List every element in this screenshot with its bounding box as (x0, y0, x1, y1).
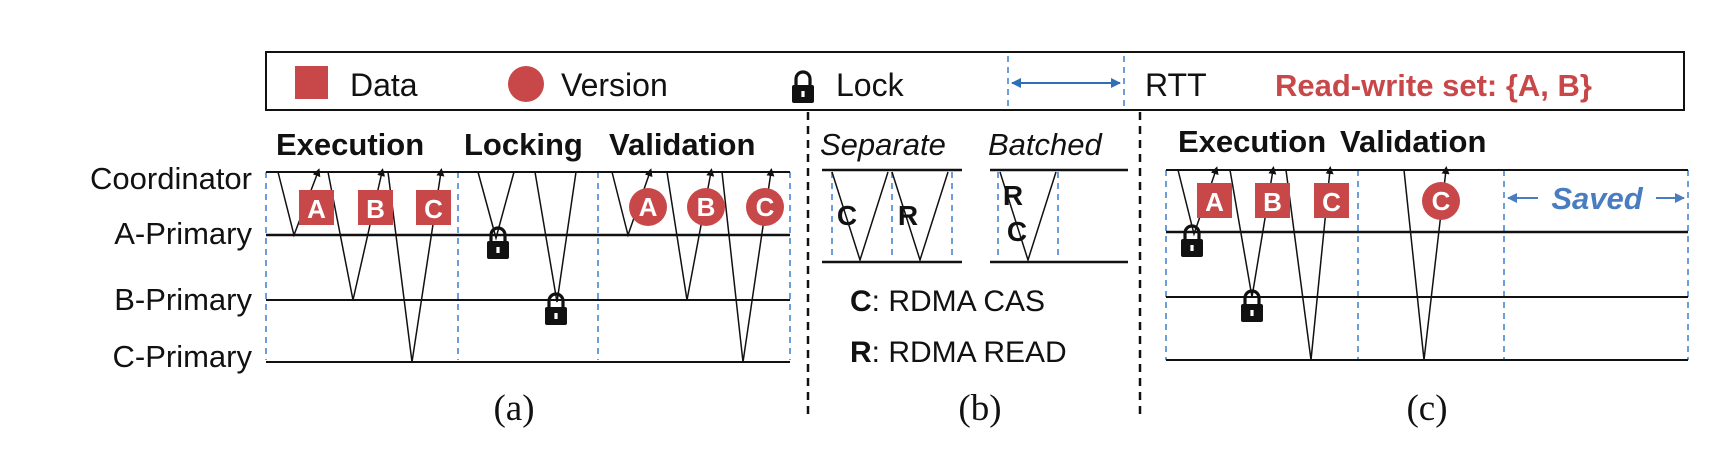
batched-label: Batched (988, 127, 1104, 162)
separate-op-c: C (837, 200, 857, 231)
node-label-b-primary: B-Primary (114, 282, 252, 317)
version-mark-c-panel-c: C (1422, 182, 1460, 220)
phase-validation-c: Validation (1340, 124, 1486, 159)
data-mark-c-panel-a: C (416, 190, 451, 225)
svg-text:C: C (1322, 187, 1341, 217)
node-label-coordinator: Coordinator (90, 161, 252, 196)
lock-legend-icon (790, 70, 816, 105)
version-mark-a-panel-a: A (629, 188, 667, 226)
key-read: R: RDMA READ (850, 336, 1067, 369)
node-labels: Coordinator A-Primary B-Primary C-Primar… (90, 161, 252, 374)
svg-text:C: C (756, 192, 775, 222)
node-label-c-primary: C-Primary (113, 339, 253, 374)
svg-text:A: A (639, 192, 658, 222)
lock-legend-label: Lock (836, 67, 905, 103)
svg-text:A: A (307, 194, 326, 224)
phase-locking-a: Locking (464, 127, 583, 162)
data-mark-a-panel-a: A (299, 190, 334, 225)
legend-box: Data Version Lock RTT Read-write set: {A… (265, 51, 1685, 111)
phase-execution-c: Execution (1178, 124, 1326, 159)
data-mark-b-panel-c: B (1255, 183, 1290, 218)
phase-validation-a: Validation (609, 127, 755, 162)
batched-op-c: C (1007, 216, 1027, 247)
caption-c: (c) (1406, 388, 1447, 429)
svg-text:A: A (1205, 187, 1224, 217)
version-mark-b-panel-a: B (687, 188, 725, 226)
key-cas: C: RDMA CAS (850, 285, 1045, 318)
data-mark-b-panel-a: B (358, 190, 393, 225)
svg-text:B: B (1263, 187, 1282, 217)
panel-c: Execution Validation A B (1165, 124, 1689, 429)
node-label-a-primary: A-Primary (114, 216, 252, 251)
version-mark-c-panel-a: C (746, 188, 784, 226)
saved-label: Saved (1551, 181, 1643, 216)
lock-icon-a-primary-c (1179, 224, 1205, 259)
caption-b: (b) (958, 388, 1001, 429)
svg-text:C: C (1432, 186, 1451, 216)
data-mark-a-panel-c: A (1197, 183, 1232, 218)
version-legend-label: Version (561, 67, 668, 103)
panel-b: Separate Batched C R R C C (820, 127, 1128, 429)
panel-a: Execution Locking Validation (265, 127, 791, 429)
data-mark-c-panel-c: C (1314, 183, 1349, 218)
separate-op-r: R (898, 200, 918, 231)
svg-text:B: B (697, 192, 716, 222)
phase-execution-a: Execution (276, 127, 424, 162)
svg-text:B: B (366, 194, 385, 224)
separate-label: Separate (820, 127, 946, 162)
caption-a: (a) (493, 388, 534, 429)
data-legend-label: Data (350, 67, 418, 103)
rtt-legend-label: RTT (1145, 67, 1207, 103)
read-write-set-label: Read-write set: {A, B} (1275, 68, 1592, 103)
batched-op-r: R (1003, 180, 1023, 211)
version-legend-icon (508, 66, 544, 102)
svg-text:C: C (424, 194, 443, 224)
data-legend-icon (295, 66, 328, 99)
